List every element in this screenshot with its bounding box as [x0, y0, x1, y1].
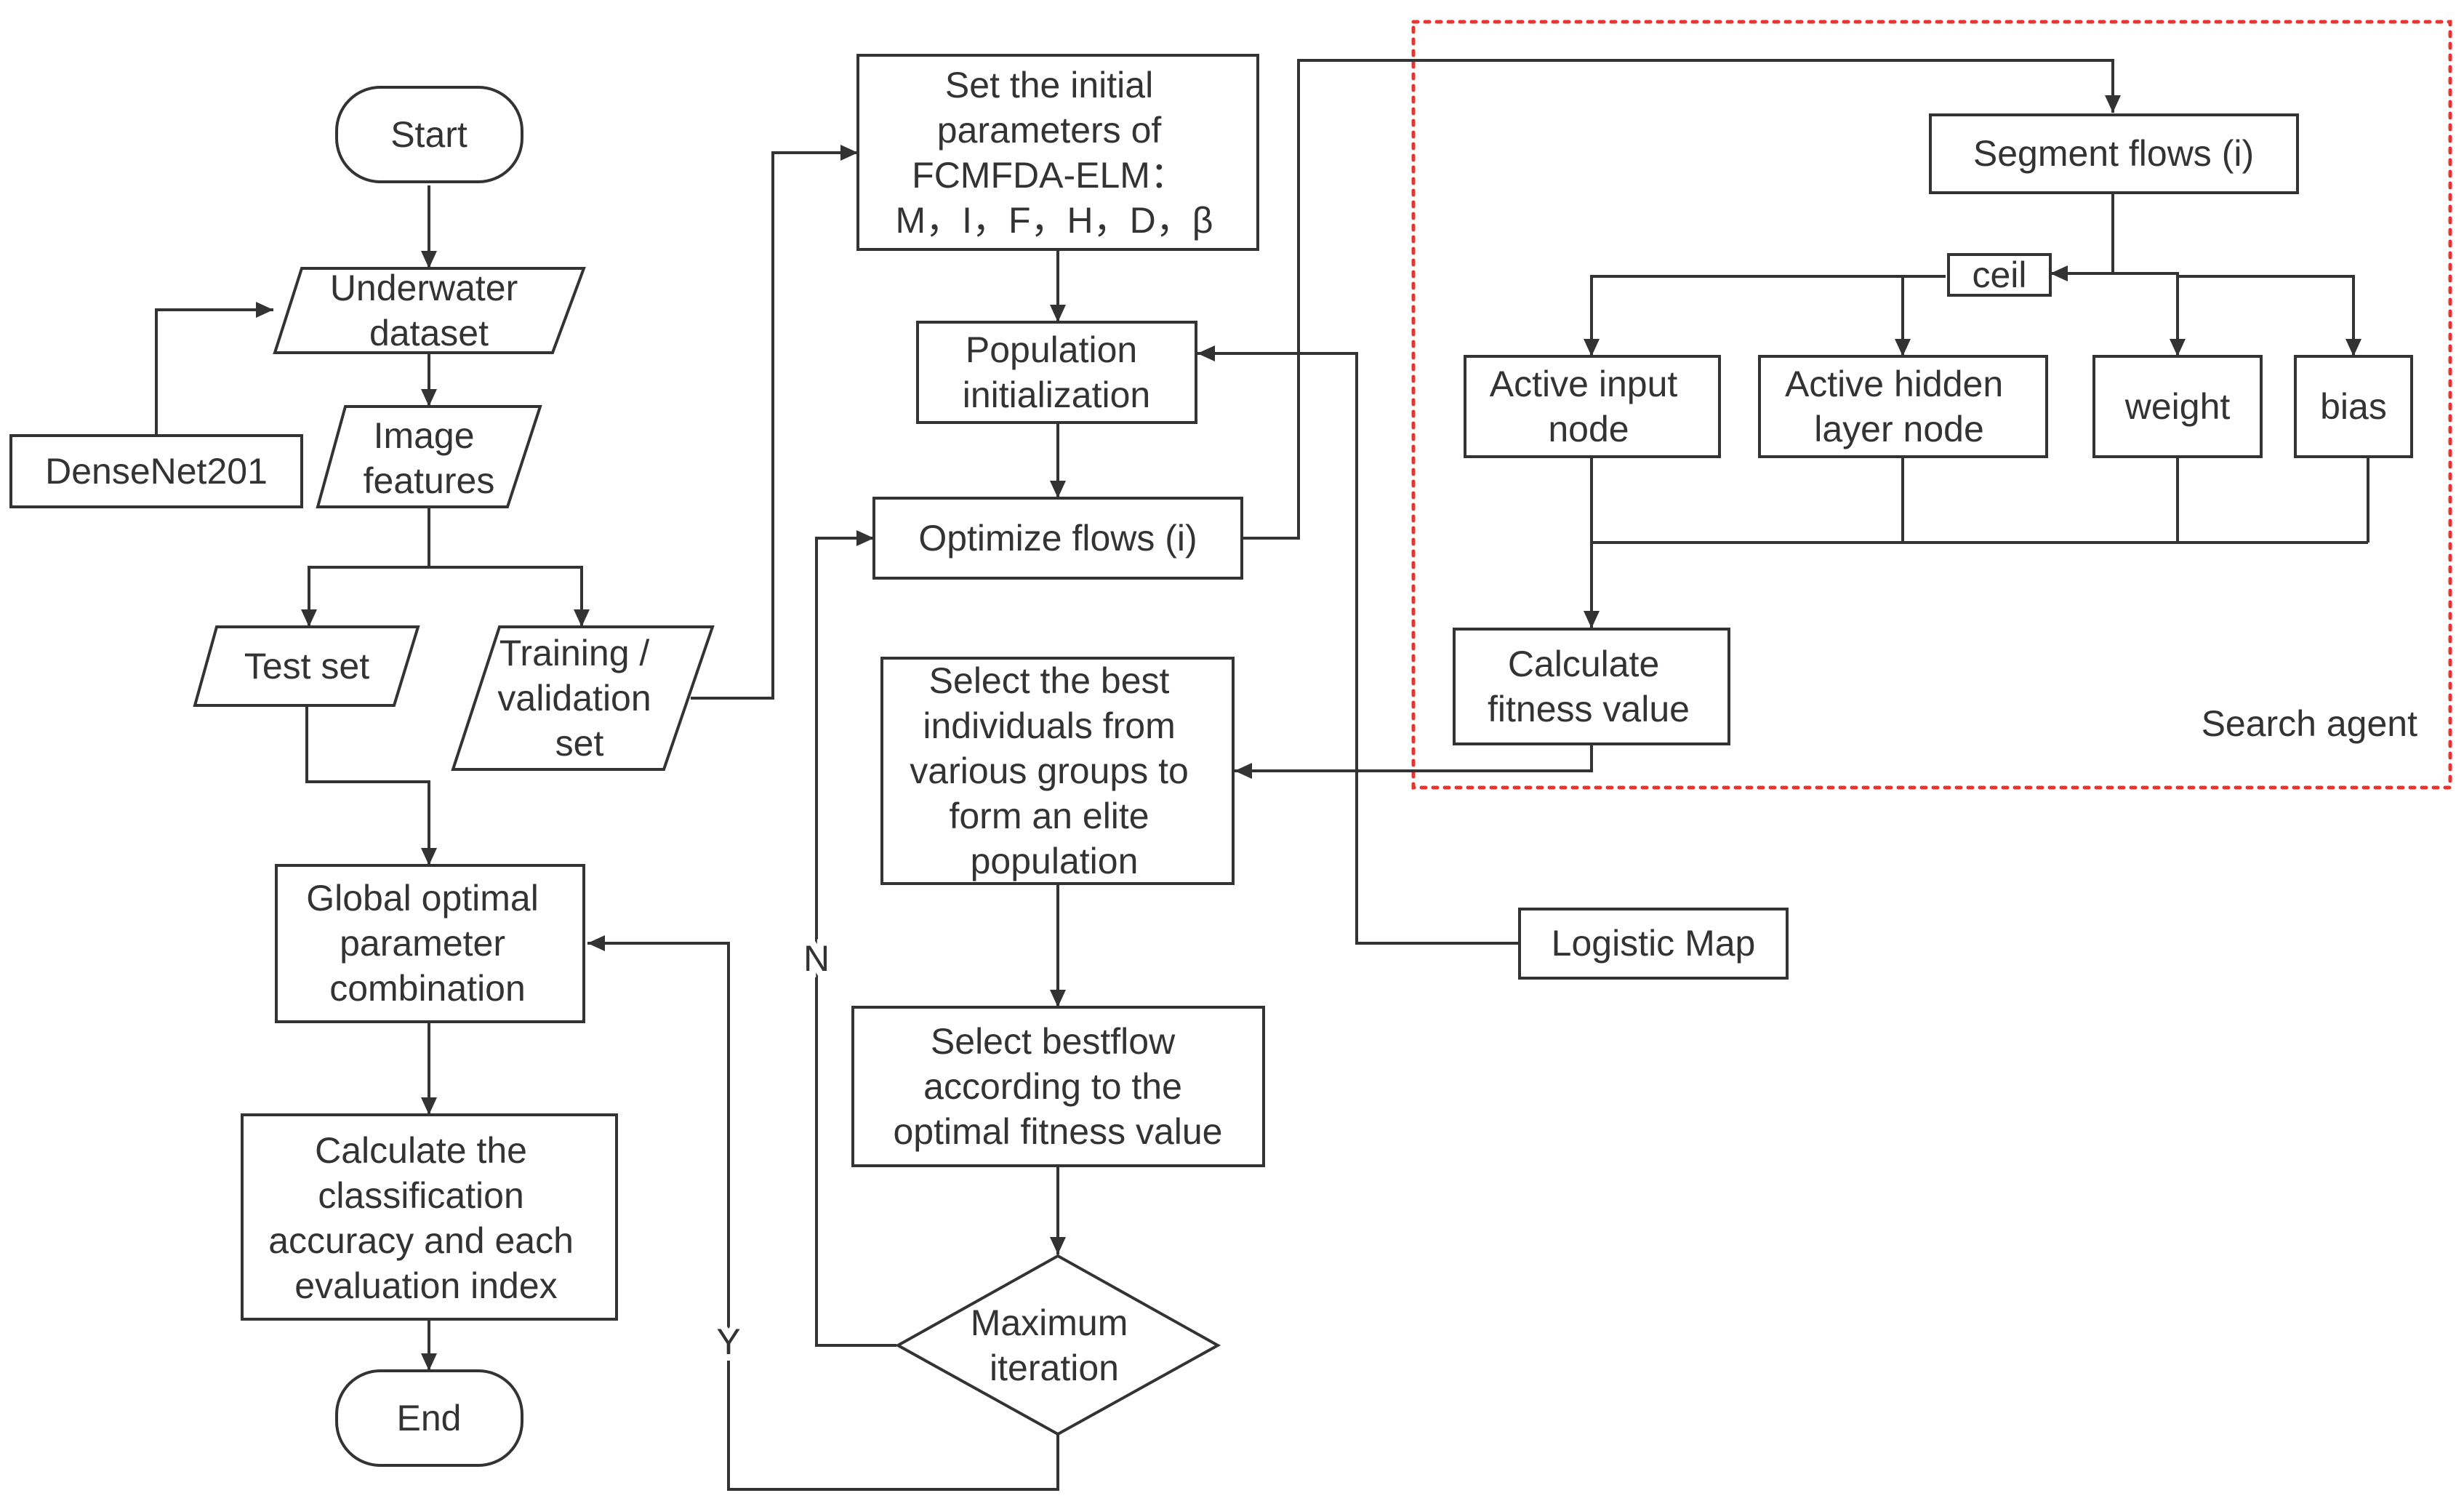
node-text-line: features [364, 460, 495, 501]
node-weight-label: weight [2124, 386, 2231, 427]
node-max-iteration-label: Maximum iteration [971, 1302, 1139, 1388]
node-text-line: Start [390, 114, 467, 155]
node-text-line: fitness value [1488, 689, 1690, 729]
node-text-line: initialization [963, 375, 1150, 415]
node-optimize-flows: Optimize flows (i) [872, 497, 1243, 580]
node-text-line: ceil [1972, 255, 2026, 295]
node-text-line: evaluation index [294, 1265, 557, 1306]
node-bias-label: bias [2320, 386, 2387, 427]
node-image-features: Image features [316, 405, 542, 508]
node-text-line: End [397, 1398, 462, 1438]
node-set-params-label: Set the initial parameters of FCMFDA-ELM… [895, 65, 1213, 241]
label-no-text: N [803, 938, 830, 979]
node-end-label: End [397, 1398, 462, 1438]
node-population-init-label: Population initialization [963, 329, 1150, 415]
node-text-line: node [1548, 409, 1629, 449]
node-text-line: population [971, 841, 1139, 881]
node-active-hidden: Active hidden layer node [1758, 355, 2048, 458]
node-active-input: Active input node [1464, 355, 1721, 458]
node-select-bestflow-label: Select bestflow according to the optimal… [893, 1021, 1222, 1152]
node-text-line: Logistic Map [1552, 923, 1756, 964]
search-agent-region [1411, 20, 2452, 790]
node-text-line: Test set [244, 646, 369, 687]
node-text-line: Select the best [929, 660, 1170, 701]
node-text-line: DenseNet201 [45, 451, 268, 492]
node-segment-flows-label: Segment flows (i) [1973, 133, 2254, 174]
node-text-line: Calculate [1508, 644, 1659, 684]
node-underwater-dataset-label: Underwater dataset [330, 268, 528, 353]
node-calc-fitness-label: Calculate fitness value [1488, 644, 1690, 729]
node-weight: weight [2092, 355, 2263, 458]
node-test-set: Test set [193, 625, 420, 707]
node-text-line: form an elite [949, 796, 1149, 836]
label-no: N [803, 938, 830, 979]
node-calc-fitness: Calculate fitness value [1453, 628, 1730, 745]
node-calc-accuracy: Calculate the classification accuracy an… [241, 1113, 618, 1321]
node-bias: bias [2294, 355, 2413, 458]
node-text-line: Set the initial [945, 65, 1153, 105]
node-densenet: DenseNet201 [9, 434, 303, 508]
node-population-init: Population initialization [916, 321, 1197, 424]
node-active-hidden-label: Active hidden layer node [1785, 364, 2013, 449]
node-segment-flows: Segment flows (i) [1929, 113, 2299, 194]
node-end: End [335, 1369, 523, 1467]
node-text-line: layer node [1814, 409, 1984, 449]
node-text-line: Active input [1490, 364, 1678, 404]
node-text-line: FCMFDA-ELM： [912, 155, 1187, 196]
node-text-line: accuracy and each [268, 1220, 574, 1261]
search-agent-label: Search agent [2202, 703, 2418, 744]
node-underwater-dataset: Underwater dataset [273, 267, 586, 354]
node-calc-accuracy-label: Calculate the classification accuracy an… [268, 1130, 584, 1306]
node-start-label: Start [390, 114, 467, 155]
node-text-line: Global optimal [306, 878, 539, 918]
node-text-line: classification [318, 1175, 523, 1216]
node-ceil: ceil [1947, 253, 2052, 297]
node-text-line: Population [966, 329, 1137, 370]
node-text-line: optimal fitness value [893, 1111, 1222, 1152]
node-text-line: Image [374, 415, 475, 456]
connectors [155, 59, 2369, 1491]
node-select-bestflow: Select bestflow according to the optimal… [851, 1006, 1265, 1167]
node-image-features-label: Image features [364, 415, 495, 501]
node-text-line: individuals from [923, 705, 1175, 746]
node-text-line: Optimize flows (i) [918, 518, 1197, 559]
label-yes: Y [716, 1321, 740, 1362]
node-text-line: according to the [923, 1066, 1182, 1107]
node-text-line: combination [329, 968, 526, 1009]
node-text-line: various groups to [910, 750, 1189, 791]
node-logistic-map-label: Logistic Map [1552, 923, 1756, 964]
node-logistic-map: Logistic Map [1518, 908, 1789, 980]
node-text-line: M，I，F，H，D，β [895, 200, 1213, 241]
node-text-line: parameter [340, 923, 505, 964]
node-start: Start [335, 86, 523, 183]
node-text-line: set [555, 723, 604, 764]
node-text-line: Underwater [330, 268, 518, 308]
node-text-line: dataset [369, 313, 489, 353]
node-test-set-label: Test set [244, 646, 369, 687]
node-training-set-label: Training / validation set [497, 633, 661, 764]
node-global-optimal-label: Global optimal parameter combination [306, 878, 549, 1009]
node-text-line: Select bestflow [931, 1021, 1176, 1062]
node-text-line: Training / [499, 633, 650, 673]
node-ceil-label: ceil [1972, 255, 2026, 295]
node-densenet-label: DenseNet201 [45, 451, 268, 492]
node-text-line: weight [2124, 386, 2231, 427]
node-text-line: validation [497, 678, 651, 719]
node-select-best-label: Select the best individuals from various… [910, 660, 1198, 881]
node-set-params: Set the initial parameters of FCMFDA-ELM… [856, 54, 1259, 251]
node-text-line: bias [2320, 386, 2387, 427]
node-training-set: Training / validation set [451, 625, 715, 771]
node-text-line: Active hidden [1785, 364, 2003, 404]
node-text-line: parameters of [937, 110, 1162, 151]
node-text-line: Maximum [971, 1302, 1128, 1343]
node-select-best: Select the best individuals from various… [880, 657, 1235, 885]
node-text-line: iteration [990, 1348, 1119, 1388]
node-optimize-flows-label: Optimize flows (i) [918, 518, 1197, 559]
node-active-input-label: Active input node [1490, 364, 1688, 449]
node-global-optimal: Global optimal parameter combination [275, 864, 585, 1023]
node-text-line: Segment flows (i) [1973, 133, 2254, 174]
node-max-iteration: Maximum iteration [894, 1254, 1221, 1436]
node-text-line: Calculate the [315, 1130, 527, 1171]
